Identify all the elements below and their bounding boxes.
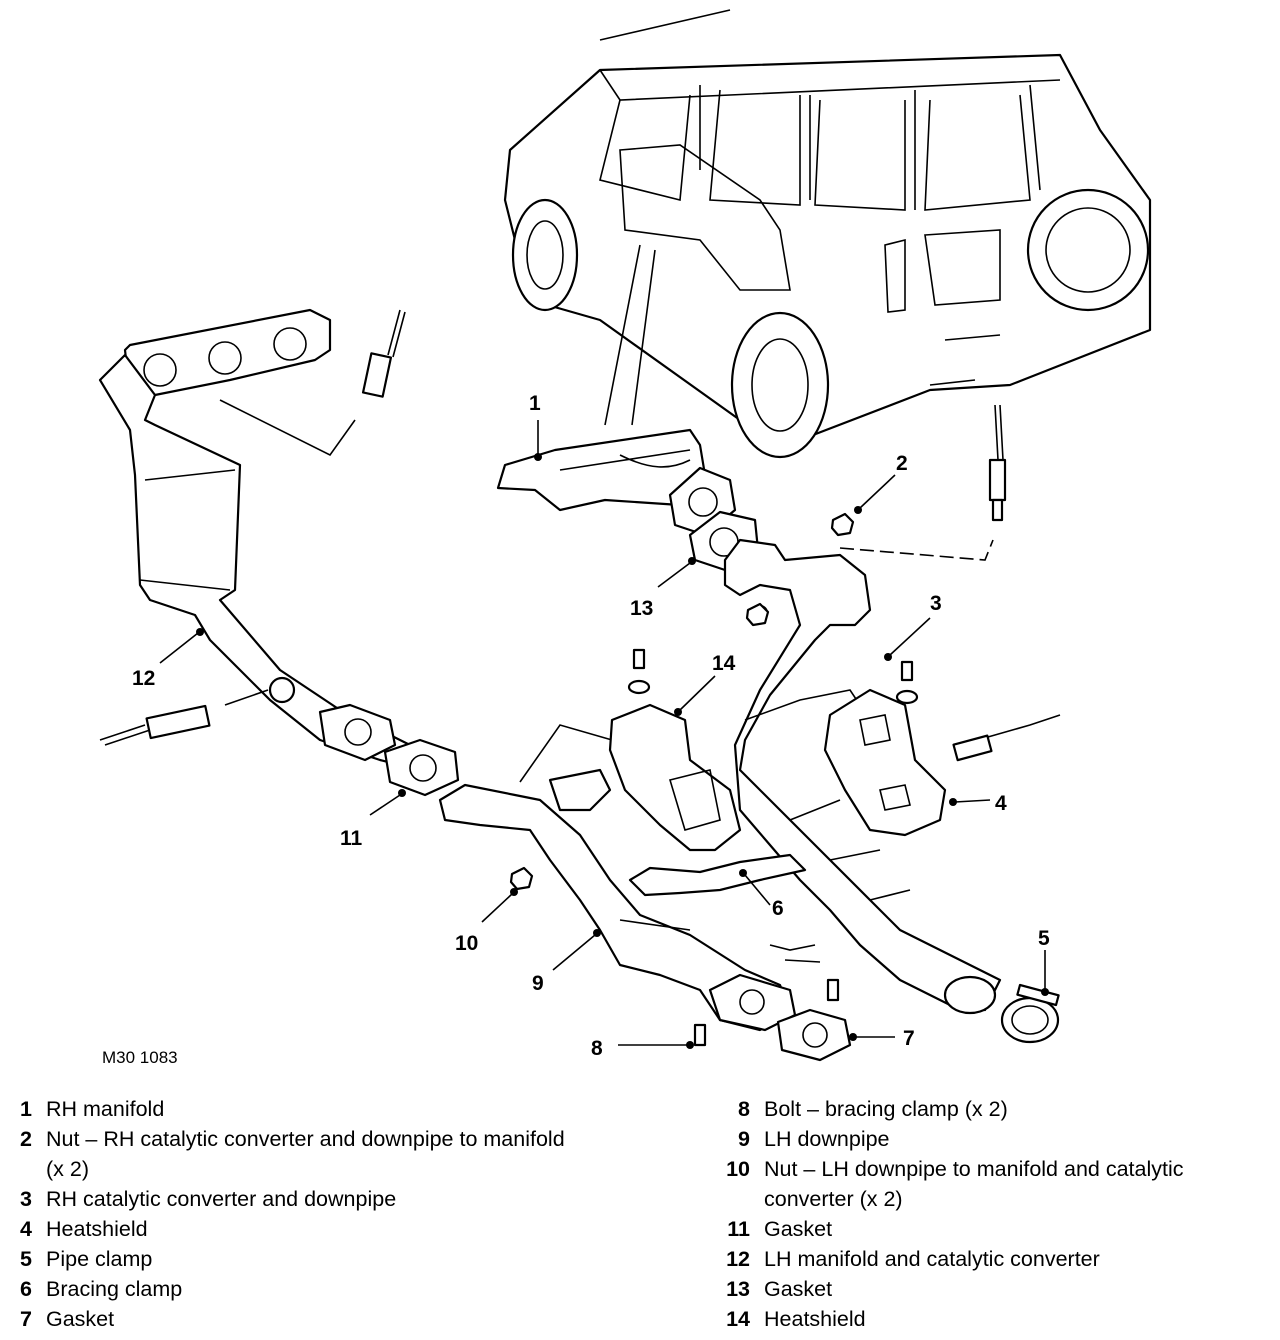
legend-number: 13 [726,1277,750,1301]
legend-number: 9 [738,1127,750,1151]
gasket-11 [318,703,460,797]
heatshield-14 [608,703,742,852]
legend-text: RH manifold [46,1097,165,1121]
legend-number: 12 [726,1247,750,1271]
callout-10: 10 [455,932,478,955]
exhaust-system-diagram: 1 2 3 4 5 6 7 8 9 10 11 12 13 14 M30 108… [98,9,1152,1067]
legend-right: 8 Bolt – bracing clamp (x 2) 9 LH downpipe… [718,1094,1273,1334]
legend-number: 6 [20,1277,32,1301]
rh-catalytic-converter-downpipe [723,538,1002,1015]
legend-item: 5 Pipe clamp [10,1244,610,1274]
legend-number: 8 [738,1097,750,1121]
callout-9: 9 [532,972,544,995]
legend-text: RH catalytic converter and downpipe [46,1187,397,1211]
rh-oxygen-sensor [839,404,1061,762]
nut-2 [745,512,855,627]
legend-text: LH manifold and catalytic converter [764,1247,1100,1271]
legend-text: Bolt – bracing clamp (x 2) [764,1097,1008,1121]
callout-8: 8 [591,1037,603,1060]
bolts [509,648,919,1047]
callout-12: 12 [132,667,155,690]
callout-numbers: 1 2 3 4 5 6 7 8 9 10 11 12 13 14 [132,392,1050,1060]
callout-leaders [159,420,1049,1049]
callout-4: 4 [995,792,1007,815]
legend-item: 6 Bracing clamp [10,1274,610,1304]
legend-item: 3 RH catalytic converter and downpipe [10,1184,610,1214]
lh-downpipe [438,724,797,1032]
lh-oxygen-sensors [99,309,406,746]
vehicle-illustration [503,9,1152,459]
legend-left: 1 RH manifold 2 Nut – RH catalytic convert… [10,1094,610,1334]
legend-text: Gasket [764,1217,833,1241]
legend-text: LH downpipe [764,1127,890,1151]
rh-manifold [496,244,722,512]
callout-2: 2 [896,452,908,475]
legend-item: 11 Gasket [718,1214,1273,1244]
legend-number: 7 [20,1307,32,1331]
gasket-7 [776,1008,852,1062]
legend-number: 14 [726,1307,750,1331]
legend-text: Pipe clamp [46,1247,153,1271]
figure-code: M30 1083 [102,1048,178,1067]
legend-number: 4 [20,1217,32,1241]
legend-text: Nut – LH downpipe to manifold and cataly… [764,1157,1184,1211]
callout-13: 13 [630,597,653,620]
bracing-clamp-6 [548,768,821,963]
legend-item: 8 Bolt – bracing clamp (x 2) [718,1094,1273,1124]
legend-text: Heatshield [46,1217,148,1241]
legend-item: 1 RH manifold [10,1094,610,1124]
legend-item: 12 LH manifold and catalytic converter [718,1244,1273,1274]
legend-number: 2 [20,1127,32,1151]
legend-number: 3 [20,1187,32,1211]
callout-14: 14 [712,652,736,675]
legend-text: Gasket [764,1277,833,1301]
legend-text: Gasket [46,1307,115,1331]
legend-text: Heatshield [764,1307,866,1331]
legend-item: 9 LH downpipe [718,1124,1273,1154]
legend-item: 13 Gasket [718,1274,1273,1304]
legend-number: 5 [20,1247,32,1271]
legend-item: 7 Gasket [10,1304,610,1334]
legend-text: Bracing clamp [46,1277,183,1301]
legend-item: 14 Heatshield [718,1304,1273,1334]
callout-6: 6 [772,897,784,920]
callout-7: 7 [903,1027,915,1050]
legend-item: 4 Heatshield [10,1214,610,1244]
lh-manifold-catalytic-converter [98,308,432,772]
pipe-clamp-5 [1000,983,1060,1044]
callout-11: 11 [340,827,363,850]
heatshield-4 [823,688,947,837]
legend-number: 1 [20,1097,32,1121]
legend-number: 10 [726,1157,750,1181]
legend-number: 11 [727,1217,750,1241]
callout-5: 5 [1038,927,1050,950]
callout-1: 1 [529,392,541,415]
legend-item: 2 Nut – RH catalytic converter and downpi… [10,1124,610,1184]
legend-item: 10 Nut – LH downpipe to manifold and cata… [718,1154,1273,1214]
callout-3: 3 [930,592,942,615]
legend-text: Nut – RH catalytic converter and downpip… [46,1127,565,1181]
